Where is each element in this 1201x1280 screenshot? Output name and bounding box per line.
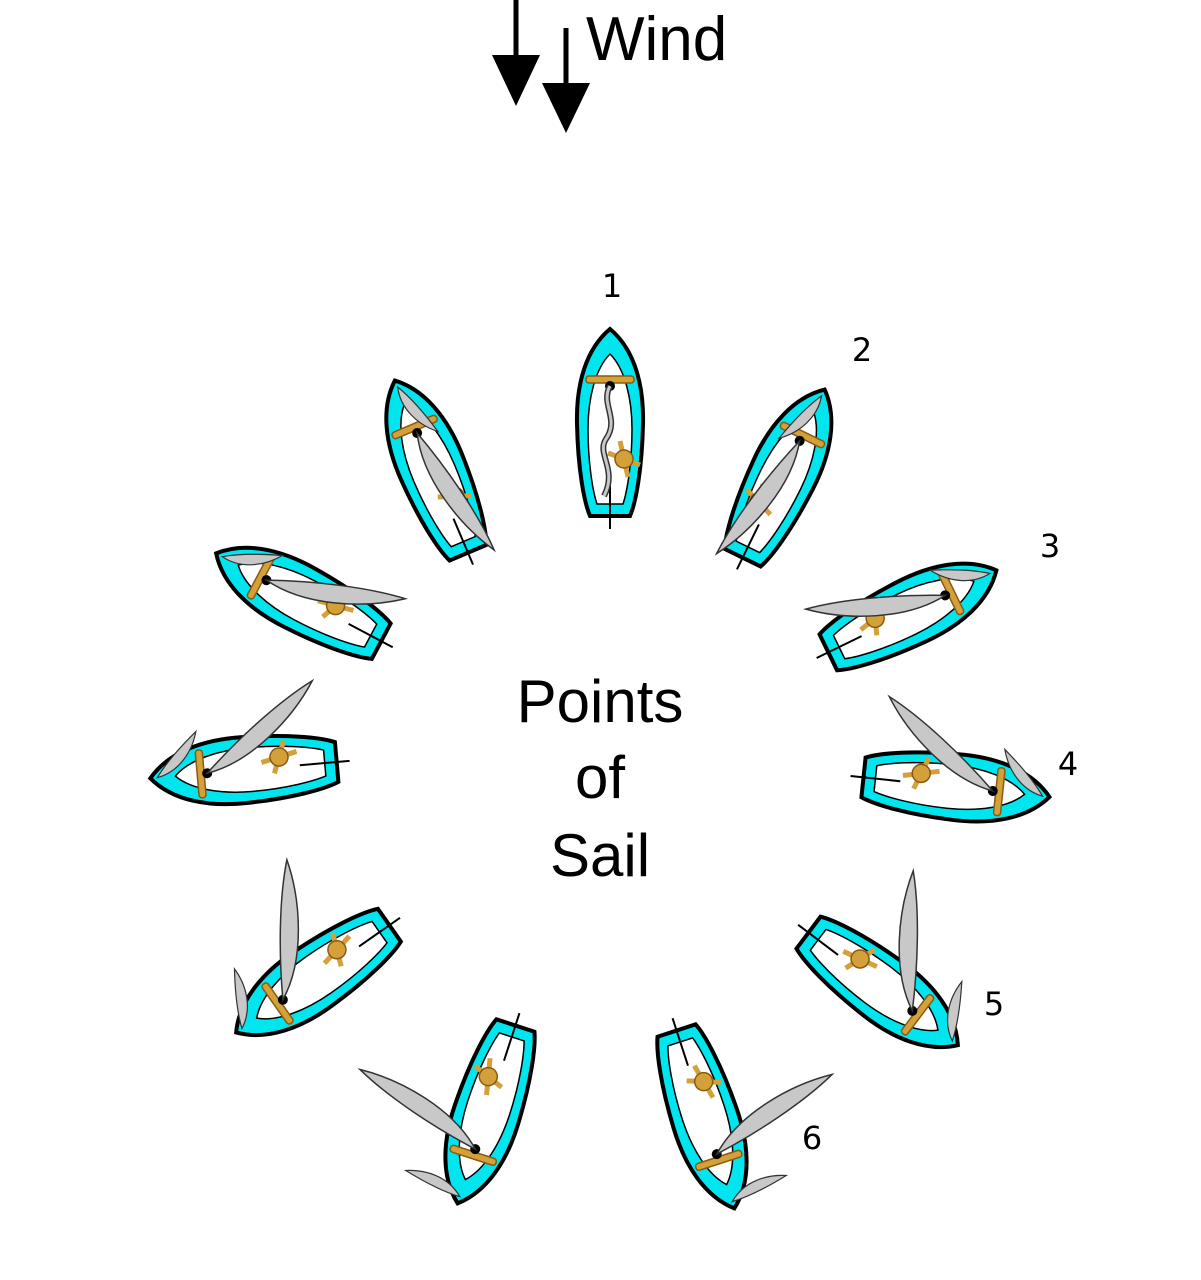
- jib-icon: [403, 1169, 462, 1198]
- diagram-title: Points of Sail: [517, 668, 684, 889]
- tiller: [348, 622, 394, 649]
- boat-icon: [794, 867, 963, 1050]
- tiller: [850, 775, 901, 783]
- boat-icon: [802, 561, 999, 673]
- sailor-icon: [686, 1064, 721, 1099]
- tiller: [452, 518, 474, 566]
- sailor-icon: [473, 1058, 504, 1096]
- jib-icon: [396, 385, 440, 433]
- sailor-icon: [322, 932, 352, 967]
- tiller: [797, 924, 839, 956]
- boat-icon: [574, 326, 646, 529]
- title-line-2: of: [575, 744, 625, 811]
- boat-icon: [655, 1017, 835, 1211]
- tiller: [671, 1017, 689, 1067]
- boat-icon: [213, 545, 409, 661]
- sailor-icon: [607, 440, 641, 478]
- sailor-icon: [902, 756, 940, 790]
- tiller: [816, 635, 863, 659]
- boat-icon: [850, 694, 1053, 824]
- point-label-6: 6: [802, 1119, 822, 1157]
- wind-arrows-icon: [492, 0, 590, 133]
- point-label-3: 3: [1040, 527, 1060, 565]
- tiller: [503, 1012, 521, 1062]
- jib-icon: [928, 569, 992, 582]
- boat-icon: [714, 387, 834, 570]
- boat-icon: [357, 1012, 537, 1206]
- jib-icon: [946, 979, 963, 1043]
- wind-label: Wind: [586, 5, 727, 74]
- point-label-5: 5: [984, 985, 1004, 1023]
- tiller: [299, 759, 350, 767]
- sail-icon: [802, 594, 948, 617]
- tiller: [736, 523, 760, 570]
- sail-icon: [898, 867, 919, 1014]
- sail-icon: [714, 1073, 835, 1156]
- boat-icon: [233, 856, 404, 1038]
- jib-icon: [233, 966, 248, 1031]
- sail-icon: [887, 694, 995, 793]
- sailor-icon: [842, 947, 878, 971]
- title-line-1: Points: [517, 668, 684, 735]
- point-label-1: 1: [602, 267, 622, 305]
- tiller: [358, 916, 401, 948]
- sail-icon: [279, 856, 300, 1003]
- boat-icon: [384, 378, 496, 566]
- boat-icon: [147, 678, 350, 807]
- jib-icon: [220, 553, 285, 566]
- boats: [147, 326, 1053, 1211]
- jib-icon: [777, 394, 823, 440]
- jib-icon: [1003, 747, 1044, 798]
- jib-icon: [730, 1174, 789, 1203]
- sail-icon: [416, 430, 496, 553]
- sail-icon: [714, 438, 801, 556]
- sail-icon: [204, 678, 315, 775]
- sail-icon: [357, 1068, 478, 1151]
- point-labels: 1 2 3 4 5 6: [602, 267, 1078, 1157]
- point-label-2: 2: [852, 331, 872, 369]
- point-label-4: 4: [1058, 745, 1078, 783]
- sailor-icon: [260, 739, 298, 775]
- sail-icon: [263, 579, 409, 605]
- jib-icon: [156, 729, 197, 779]
- title-line-3: Sail: [550, 822, 650, 889]
